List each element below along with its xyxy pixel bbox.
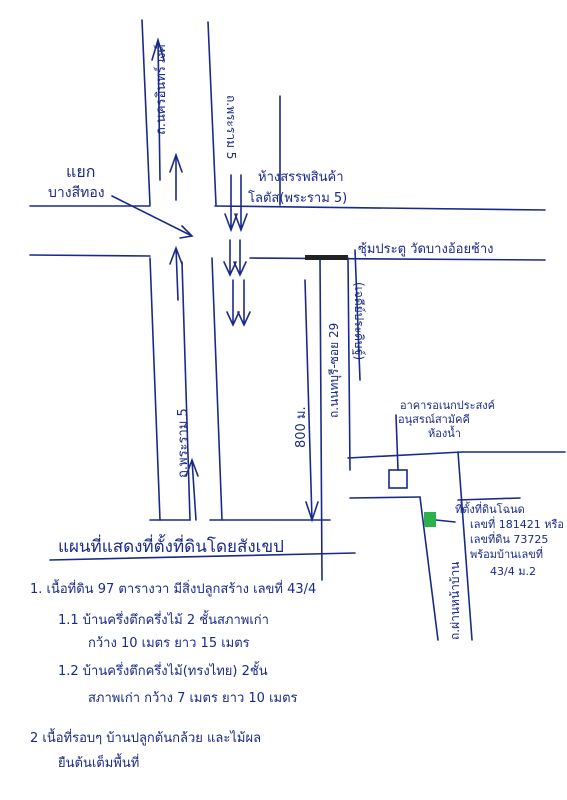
arrow-up-lower-2: [185, 457, 199, 521]
soi-note-pointer: [354, 249, 361, 381]
arrow-down-6: [237, 279, 251, 327]
building-label-3: ห้องน้ำ: [428, 427, 461, 440]
road-label-rama5-top: ถ.พระราม 5: [224, 95, 238, 160]
building-road-bottom: [349, 496, 421, 499]
note-1: 1. เนื้อที่ดิน 97 ตารางวา มีสิ่งปลูกสร้า…: [30, 582, 317, 597]
intersection-label-1: แยก: [66, 162, 96, 181]
gate-bar: [305, 255, 348, 260]
store-road-top-edge: [214, 205, 546, 211]
lane-left-edge: [419, 496, 439, 641]
soi-label: ถ.นนทบุรี-ซอย 29: [327, 322, 341, 418]
building-pointer: [395, 414, 399, 471]
plot-marker: [424, 512, 436, 527]
main-road-left-edge-bottom: [149, 257, 161, 521]
store-label-2: โลตัส(พระราม 5): [248, 191, 348, 206]
note-2-cont: ยืนต้นเต็มพื้นที่: [58, 756, 140, 771]
note-1-1-size: กว้าง 10 เมตร ยาว 15 เมตร: [88, 636, 250, 651]
plot-label-4: พร้อมบ้านเลขที่: [470, 548, 543, 561]
plot-label-5: 43/4 ม.2: [490, 565, 536, 578]
soi-left-edge: [319, 257, 323, 581]
distance-line: [304, 279, 313, 521]
arrow-down-3: [223, 239, 237, 277]
building-box: [388, 469, 408, 489]
plot-label-1: ที่ตั้งที่ดินโฉนด: [455, 503, 525, 516]
note-1-2-size: สภาพเก่า กว้าง 7 เมตร ยาว 10 เมตร: [88, 691, 298, 706]
intersection-label-2: บางสีทอง: [48, 185, 105, 201]
arrow-down-5: [226, 279, 240, 327]
plot-label-2: เลขที่ 181421 หรือ: [470, 518, 565, 531]
soi-note-label: (เจดีย์ประดิษฐ์): [352, 282, 366, 361]
store-road-bottom-edge: [249, 257, 546, 261]
distance-label: 800 ม.: [294, 406, 309, 448]
intersection-pointer: [111, 195, 194, 239]
gate-label: ซุ้มประตู วัดบางอ้อยช้าง: [358, 242, 494, 257]
note-1-2: 1.2 บ้านครึ่งตึกครึ่งไม้(ทรงไทย) 2ชั้น: [58, 664, 268, 679]
map-title: แผนที่แสดงที่ตั้งที่ดินโดยสังเขป: [58, 537, 284, 557]
arrow-up-head-2: [169, 152, 183, 173]
main-road-left-edge-top: [141, 19, 151, 206]
arrow-up-line: [157, 39, 161, 181]
lane-right-edge: [457, 451, 473, 641]
note-2: 2 เนื้อที่รอบๆ บ้านปลูกต้นกล้วย และไม้ผล: [30, 731, 262, 746]
store-label-1: ห้างสรรพสินค้า: [258, 170, 344, 185]
arrow-up-lower: [169, 245, 183, 301]
main-road-right-edge-top: [207, 21, 217, 206]
lane-outer-right: [457, 497, 521, 501]
lane-label: ถ.ผ่านหน้าบ้าน: [448, 561, 462, 640]
building-label-1: อาคารอเนกประสงค์: [400, 399, 496, 412]
arrow-down-2: [234, 174, 248, 233]
note-1-1: 1.1 บ้านครึ่งตึกครึ่งไม้ 2 ชั้นสภาพเก่า: [58, 613, 269, 628]
title-underline: [49, 552, 356, 561]
west-road-bottom-edge: [29, 254, 151, 257]
road-label-rama5-bottom: ถ.พระราม 5: [176, 408, 191, 478]
arrow-down-4: [233, 239, 247, 277]
road-label-nakhon-in: ถ.นครอินทร์วงศ์: [154, 44, 169, 135]
arrow-up-head: [151, 37, 165, 61]
main-road-right-edge-bottom: [211, 257, 223, 521]
building-road-top: [347, 451, 463, 459]
soi-right-edge: [347, 257, 351, 471]
building-label-2: อนุสรณ์สามัคคี: [398, 413, 470, 426]
centre-line-lower: [181, 261, 191, 521]
plot-label-3: เลขที่ดิน 73725: [470, 533, 549, 546]
arrow-down-1: [224, 174, 238, 233]
plot-pointer: [435, 519, 456, 523]
